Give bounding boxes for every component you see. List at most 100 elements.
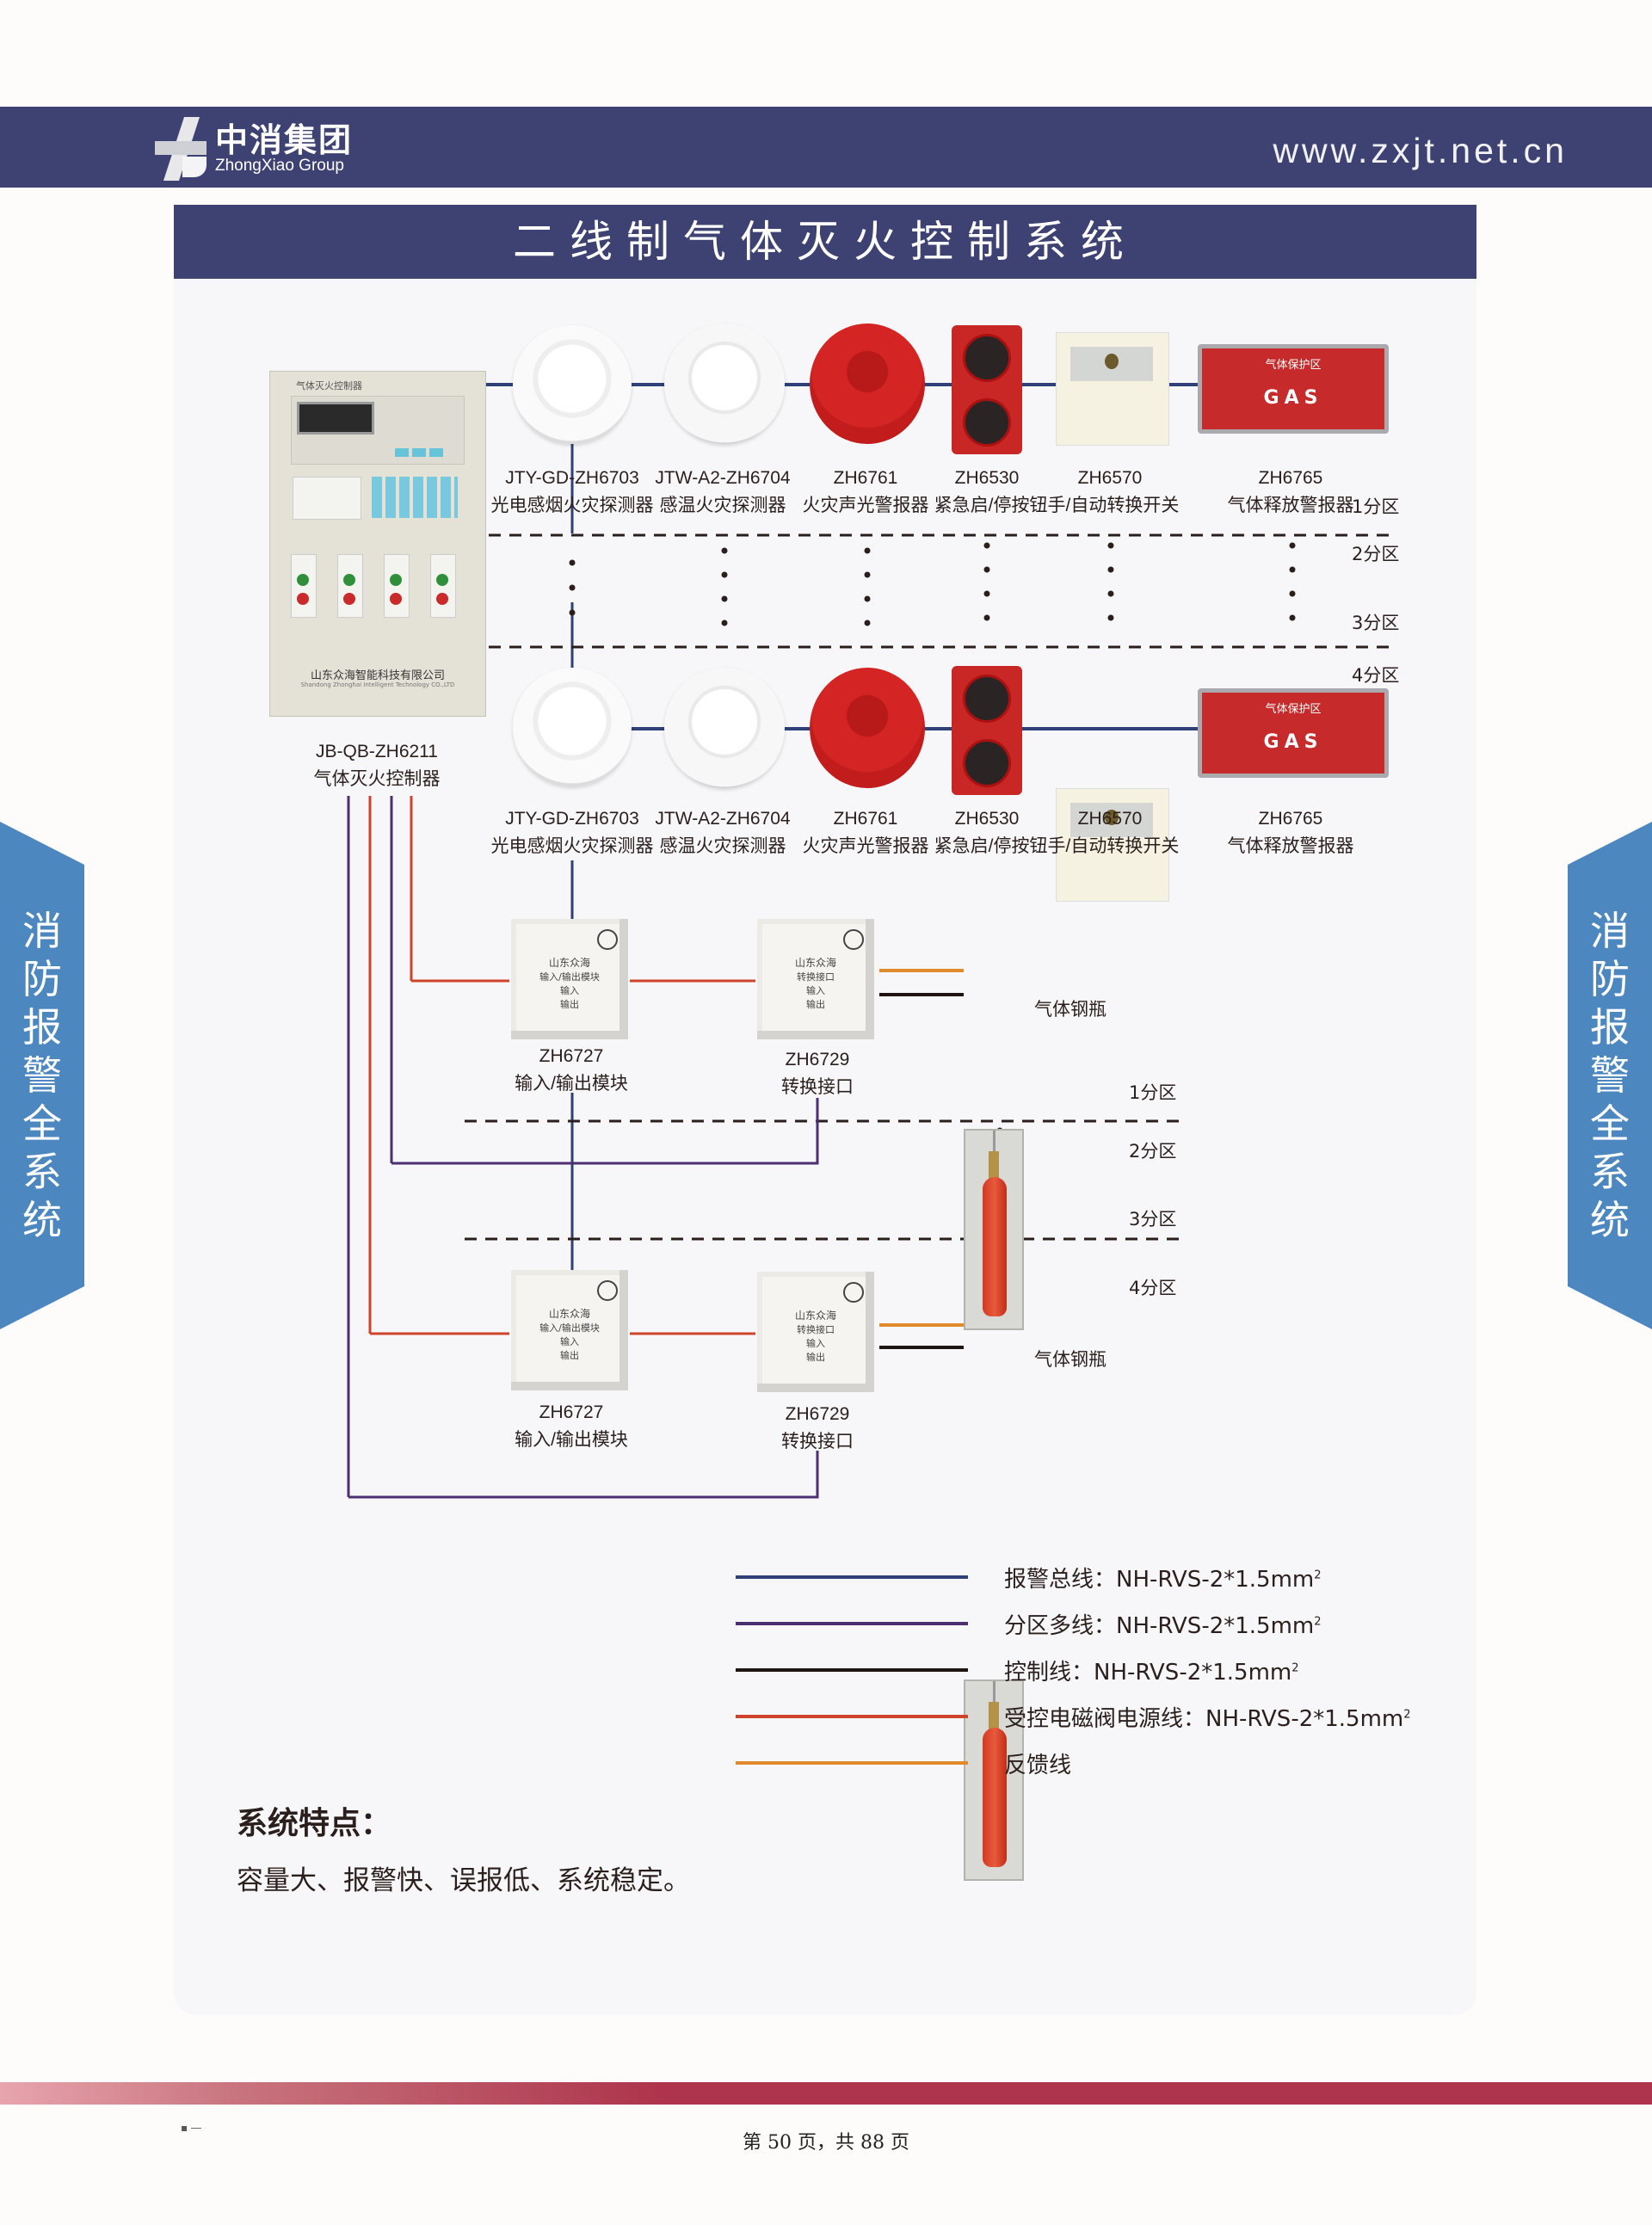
heat-detector-icon[interactable]	[664, 668, 785, 788]
logo-cn-text: 中消集团	[215, 121, 354, 159]
device-model: JTY-GD-ZH6703	[505, 468, 639, 488]
module-brand: 山东众海	[794, 957, 836, 969]
module-name: 转换接口	[781, 1077, 854, 1097]
side-char: 全	[22, 1100, 62, 1147]
module-in: 输入	[806, 985, 825, 996]
device-name: 气体释放警报器	[1227, 496, 1354, 515]
module-face: 输入/输出模块	[539, 971, 600, 983]
legend-item: 报警总线：NH-RVS-2*1.5mm2	[736, 1554, 1322, 1600]
device-label: ZH6530	[935, 805, 1039, 833]
module-out: 输出	[806, 1352, 825, 1363]
device-label: ZH6570	[1058, 465, 1162, 492]
device-model: ZH6530	[954, 468, 1020, 488]
cylinder-label: 气体钢瓶	[1034, 1349, 1106, 1370]
page-number: 第 50 页，共 88 页	[743, 2132, 909, 2154]
side-tab-right: 消 防 报 警 全 系 统	[1568, 822, 1652, 1329]
module-face: 转换接口	[797, 1324, 835, 1335]
legend-label: 分区多线：NH-RVS-2*1.5mm2	[1004, 1612, 1322, 1639]
module-out: 输出	[560, 999, 579, 1010]
zone-control-unit	[384, 554, 410, 618]
interface-module-icon[interactable]: 山东众海 转换接口 输入 输出	[757, 1272, 874, 1392]
emergency-button-icon[interactable]	[952, 325, 1022, 454]
legend: 报警总线：NH-RVS-2*1.5mm2 分区多线：NH-RVS-2*1.5mm…	[736, 1554, 1411, 1786]
gas-cylinder-icon[interactable]	[964, 1129, 1024, 1330]
module-label: ZH6727 输入/输出模块	[502, 1043, 640, 1098]
zone-line-1-run	[348, 1451, 819, 1499]
device-model: ZH6761	[833, 809, 898, 829]
device-model: ZH6530	[954, 809, 1020, 829]
controller-maker-en: Shandong Zhonghai Intelligent Technology…	[300, 681, 455, 688]
device-name: 火灾声光警报器	[802, 496, 929, 515]
device-name: 火灾声光警报器	[802, 836, 929, 856]
device-label: ZH6761 火灾声光警报器	[797, 465, 934, 520]
controller-display-panel	[291, 396, 465, 465]
module-model: ZH6727	[539, 1402, 604, 1422]
module-label: ZH6729 转换接口	[749, 1046, 886, 1101]
gas-release-sign-icon[interactable]: 气体保护区 GAS	[1198, 688, 1389, 778]
logo-mark-icon	[155, 115, 210, 182]
device-label: ZH6761 火灾声光警报器	[797, 805, 934, 860]
device-label: JTY-GD-ZH6703 光电感烟火灾探测器	[490, 465, 654, 520]
module-name: 输入/输出模块	[515, 1074, 628, 1094]
device-label: ZH6530	[935, 465, 1039, 492]
io-module-icon[interactable]: 山东众海 输入/输出模块 输入 输出	[511, 919, 628, 1039]
legend-item: 反馈线	[736, 1740, 1071, 1786]
device-model: ZH6765	[1258, 468, 1323, 488]
sounder-strobe-icon[interactable]	[810, 324, 925, 444]
side-char: 统	[1590, 1197, 1630, 1243]
module-brand: 山东众海	[548, 957, 590, 969]
side-char: 防	[22, 956, 62, 1002]
smoke-detector-icon[interactable]	[513, 668, 632, 786]
module-out: 输出	[560, 1350, 579, 1361]
emergency-button-icon[interactable]	[952, 666, 1022, 795]
zone-control-unit	[291, 554, 317, 618]
io-module-icon[interactable]: 山东众海 输入/输出模块 输入 输出	[511, 1270, 628, 1390]
mode-switch-icon[interactable]	[1056, 332, 1169, 446]
legend-label: 控制线：NH-RVS-2*1.5mm2	[1004, 1659, 1299, 1686]
features-body: 容量大、报警快、误报低、系统稳定。	[237, 1865, 690, 1896]
legend-swatch	[736, 1715, 968, 1718]
side-char: 全	[1590, 1100, 1630, 1147]
company-logo[interactable]: 中消集团 ZhongXiao Group	[155, 115, 353, 182]
device-model: ZH6765	[1258, 809, 1323, 829]
heat-detector-icon[interactable]	[664, 324, 785, 444]
gas-extinguishing-controller[interactable]: 气体灭火控制器 山东众海智能科技有限公司 Shandong Zhonghai I…	[269, 371, 486, 717]
interface-module-icon[interactable]: 山东众海 转换接口 输入 输出	[757, 919, 874, 1039]
module-model: ZH6729	[785, 1050, 850, 1069]
module-face: 输入/输出模块	[539, 1322, 600, 1334]
zone-label: 4分区	[1352, 665, 1400, 686]
gas-release-sign-icon[interactable]: 气体保护区 GAS	[1198, 344, 1389, 434]
zone-label: 2分区	[1129, 1141, 1177, 1162]
module-label: ZH6729 转换接口	[749, 1401, 886, 1456]
page-title: 二线制气体灭火控制系统	[174, 205, 1476, 279]
side-char: 消	[22, 908, 62, 954]
side-char: 消	[1590, 908, 1630, 954]
device-label-combined: 紧急启/停按钮手/自动转换开关	[932, 833, 1181, 860]
gas-sign-bottom: GAS	[1263, 731, 1323, 753]
zone-label: 4分区	[1129, 1278, 1177, 1298]
lcd-screen	[297, 402, 374, 435]
module-in: 输入	[560, 985, 579, 996]
website-link[interactable]: www.zxjt.net.cn	[1273, 131, 1568, 170]
sounder-strobe-icon[interactable]	[810, 668, 925, 788]
gas-cylinder-icon[interactable]	[964, 1680, 1024, 1881]
zone-control-unit	[337, 554, 363, 618]
zone-control-unit	[430, 554, 456, 618]
legend-label: 受控电磁阀电源线：NH-RVS-2*1.5mm2	[1004, 1705, 1411, 1732]
legend-swatch	[736, 1622, 968, 1625]
side-char: 统	[22, 1197, 62, 1243]
footer-mark: ▪ ―	[181, 2122, 201, 2134]
mode-switch-icon[interactable]	[1056, 788, 1169, 902]
footer-bar	[0, 2082, 1652, 2105]
module-in: 输入	[806, 1338, 825, 1349]
device-label: JTW-A2-ZH6704 感温火灾探测器	[654, 805, 792, 860]
legend-swatch	[736, 1668, 968, 1672]
zone-line-2-run	[391, 1098, 819, 1165]
device-name: 气体释放警报器	[1227, 836, 1354, 856]
legend-item: 受控电磁阀电源线：NH-RVS-2*1.5mm2	[736, 1693, 1411, 1740]
smoke-detector-icon[interactable]	[513, 325, 632, 444]
controller-label: JB-QB-ZH6211 气体灭火控制器	[269, 738, 484, 793]
module-model: ZH6729	[785, 1404, 850, 1424]
gas-sign-top: 气体保护区	[1265, 359, 1322, 372]
device-label: JTW-A2-ZH6704 感温火灾探测器	[654, 465, 792, 520]
